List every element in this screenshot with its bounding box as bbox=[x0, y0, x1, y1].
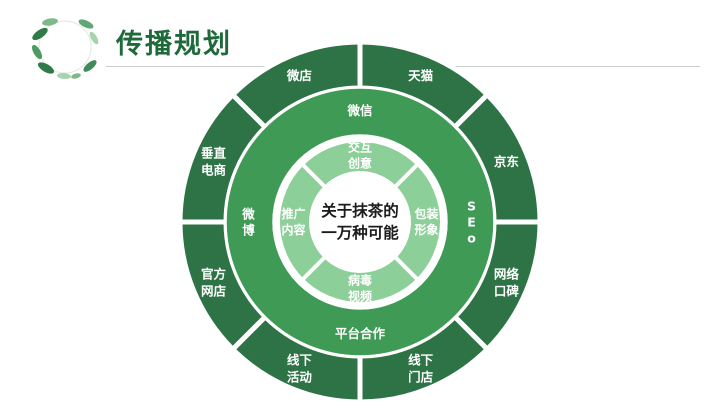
middle-segment-label: 微信 bbox=[346, 103, 373, 118]
middle-segment-label: 平台合作 bbox=[335, 326, 386, 341]
middle-segment bbox=[226, 127, 299, 317]
outer-segment-label: 电商 bbox=[201, 162, 226, 177]
outer-segment bbox=[229, 39, 363, 131]
outer-segment-label: 门店 bbox=[408, 369, 434, 384]
page-title: 传播规划 bbox=[116, 29, 232, 60]
inner-segment-label: 包装 bbox=[413, 206, 438, 221]
leaf-wreath-icon bbox=[31, 18, 99, 80]
inner-segment-label: 推广 bbox=[281, 206, 305, 221]
outer-segment-label: 口碑 bbox=[494, 284, 520, 299]
outer-segment-label: 线下 bbox=[408, 352, 434, 367]
outer-segment-label: 官方 bbox=[201, 267, 226, 282]
middle-segment-label: S bbox=[467, 199, 476, 214]
outer-segment-label: 活动 bbox=[287, 369, 313, 384]
middle-segment-label: o bbox=[467, 231, 476, 246]
middle-ring: 微信 SEo 平台合作 微博 bbox=[226, 88, 494, 356]
outer-segment-label: 线下 bbox=[287, 352, 313, 367]
inner-segment-label: 视频 bbox=[348, 289, 372, 304]
outer-segment-label: 网络 bbox=[494, 267, 520, 282]
inner-segment-label: 形象 bbox=[414, 222, 438, 237]
center-circle bbox=[310, 172, 410, 272]
inner-segment-label: 内容 bbox=[281, 222, 305, 237]
center-label: 关于抹茶的 bbox=[321, 201, 399, 220]
outer-segment-label: 京东 bbox=[494, 154, 520, 169]
middle-segment-label: E bbox=[467, 215, 476, 230]
outer-segment-label: 垂直 bbox=[201, 145, 227, 160]
middle-segment-label: 博 bbox=[242, 223, 255, 238]
outer-segment-label: 网店 bbox=[201, 284, 227, 299]
outer-segment-label: 天猫 bbox=[408, 68, 434, 83]
inner-segment-label: 交互 bbox=[348, 140, 372, 155]
middle-segment-label: 微 bbox=[241, 207, 255, 222]
ring-separator bbox=[272, 134, 448, 310]
center-label: 一万种可能 bbox=[321, 223, 399, 242]
inner-segment-label: 病毒 bbox=[348, 273, 372, 288]
inner-segment-label: 创意 bbox=[347, 156, 372, 171]
outer-segment-label: 微店 bbox=[286, 68, 313, 83]
